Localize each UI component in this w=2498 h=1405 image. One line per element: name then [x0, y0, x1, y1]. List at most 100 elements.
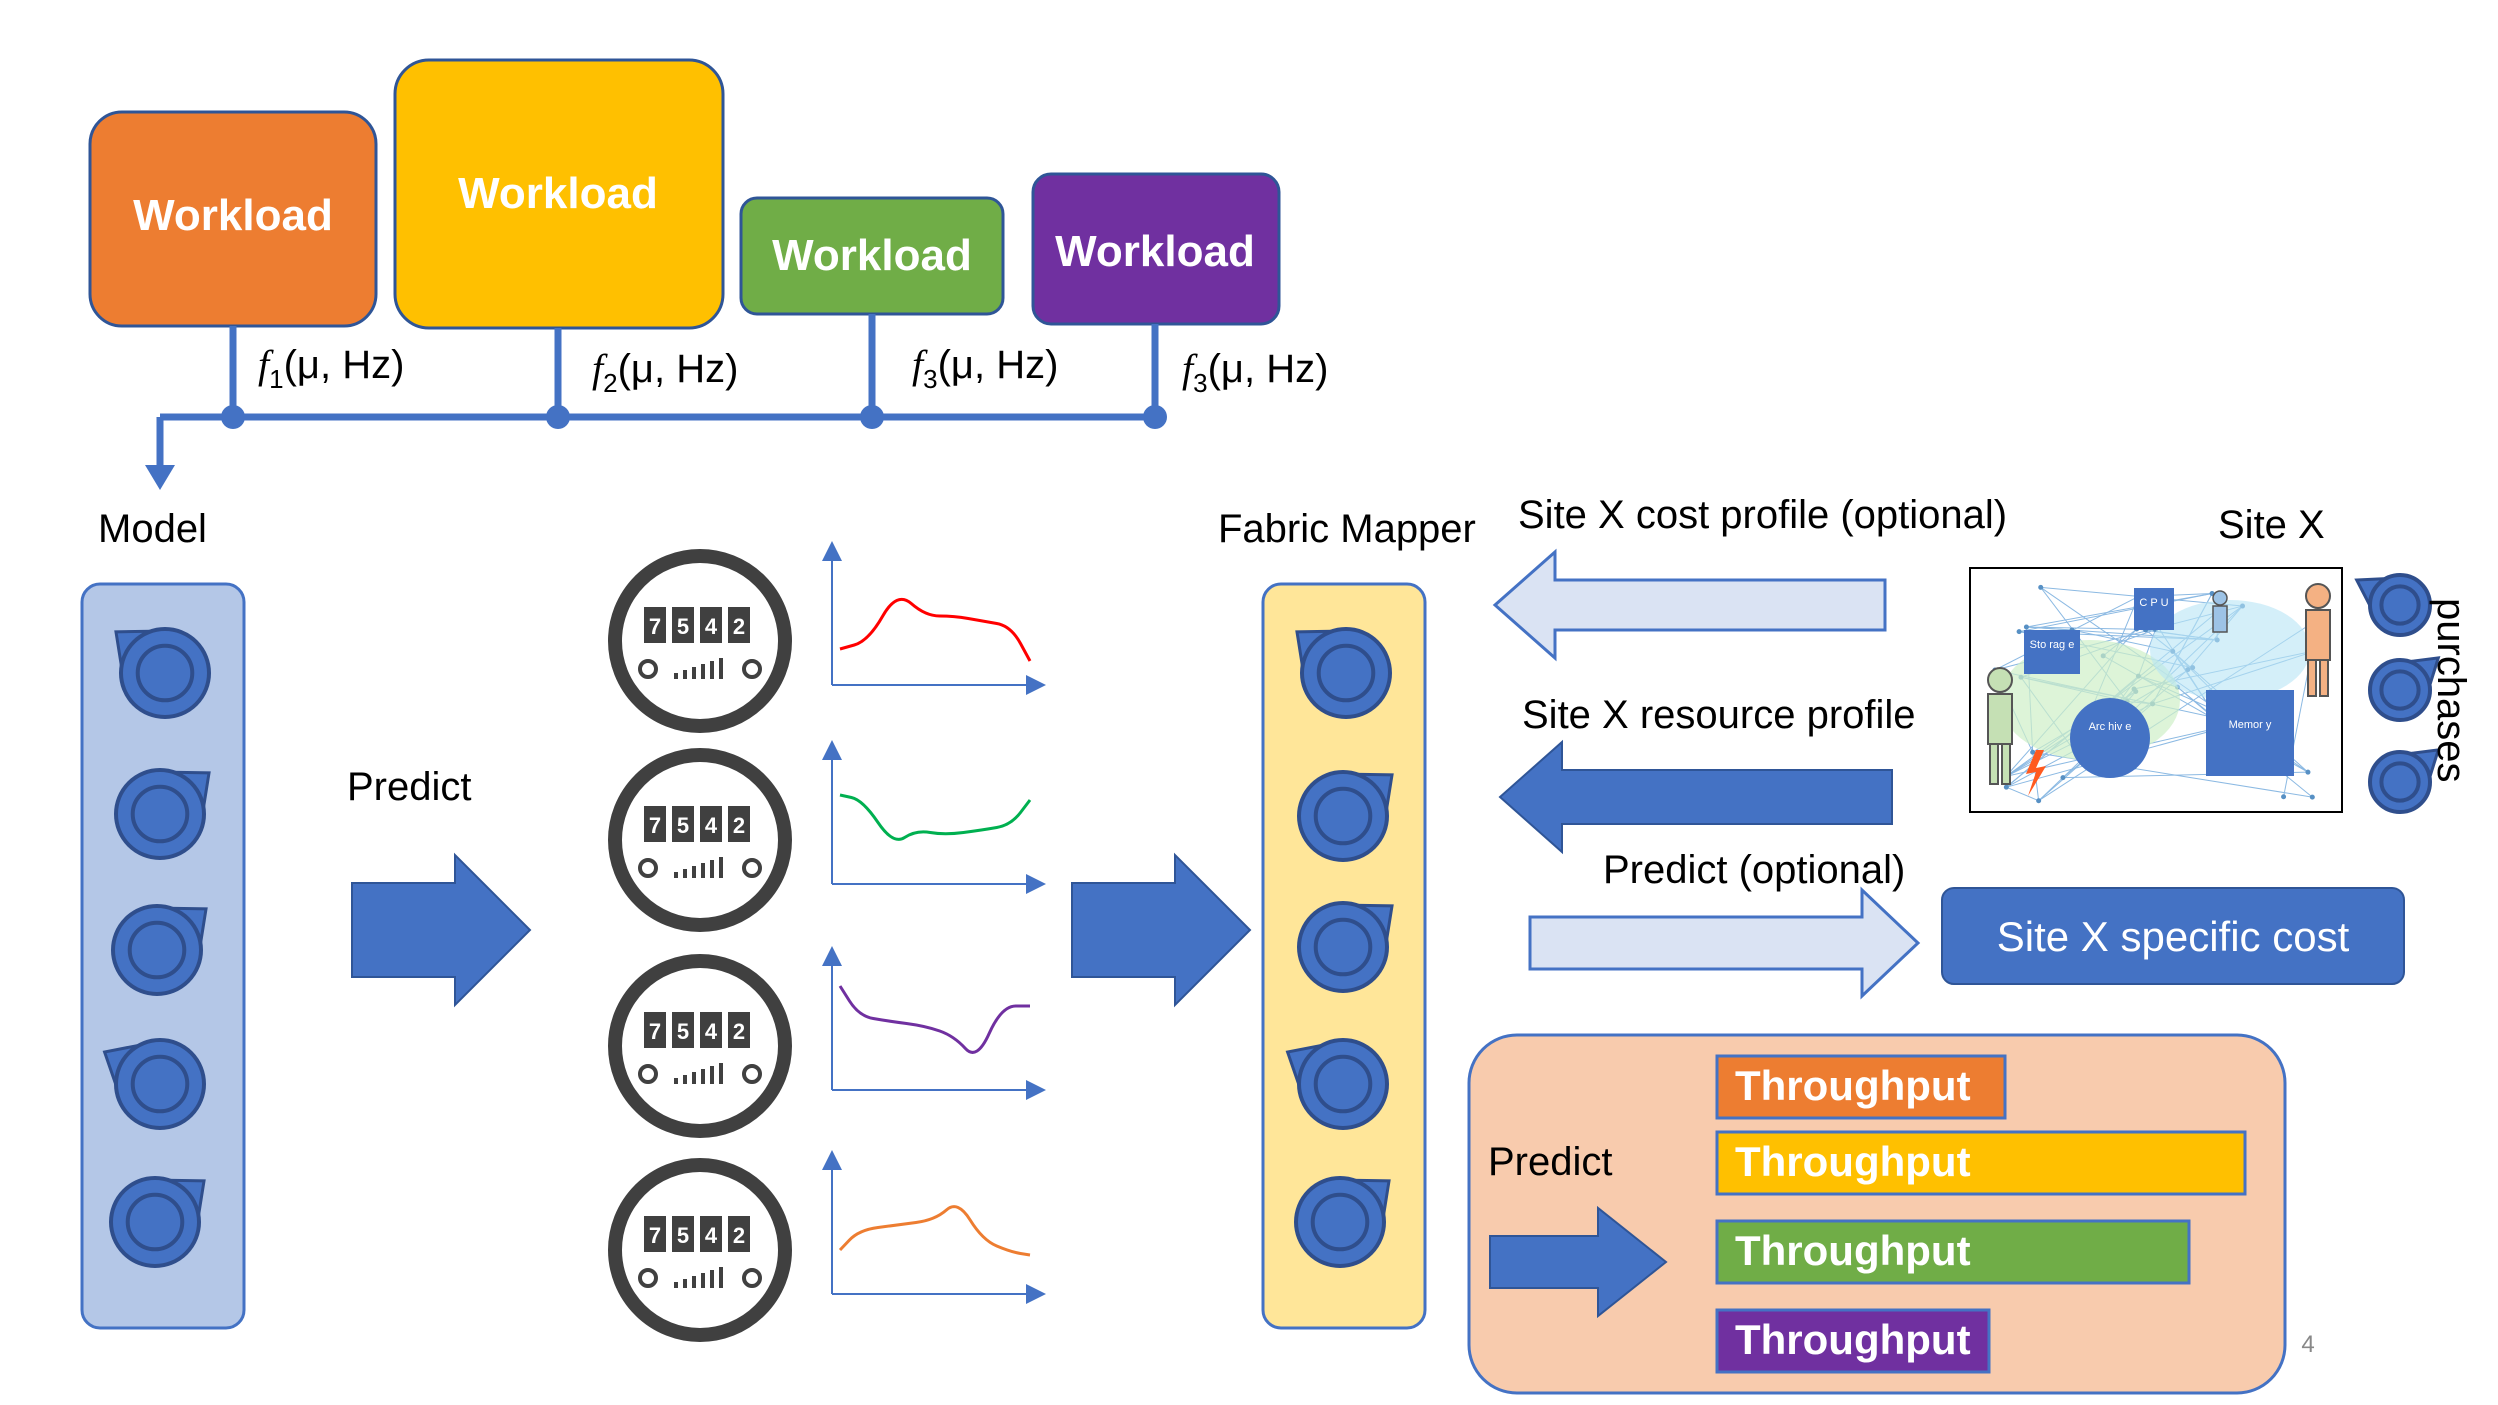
svg-text:7: 7 [649, 614, 661, 639]
throughput-label: Throughput [1735, 1316, 1971, 1363]
fabric-mapper-title: Fabric Mapper [1218, 507, 1476, 551]
workload-bus [156, 314, 1159, 470]
cpu-icon [2134, 588, 2174, 630]
site-cost-label: Site X specific cost [1997, 913, 2350, 960]
model-knobs [102, 627, 211, 1268]
workload-label: Workload [458, 169, 658, 218]
purchases-label: purchases [2429, 598, 2473, 783]
person-icon-left [1987, 667, 2013, 785]
archive-icon [2070, 698, 2150, 778]
predict-left-label: Predict [347, 765, 472, 809]
knob-icon [102, 1038, 206, 1130]
resource-profile-label: Site X resource profile [1522, 693, 1916, 737]
cost-profile-arrow [1492, 548, 1887, 662]
knob-icon [1297, 770, 1394, 862]
person-icon-small [2212, 590, 2228, 633]
svg-text:5: 5 [677, 614, 689, 639]
svg-text:4: 4 [705, 813, 718, 838]
svg-text:5: 5 [677, 1019, 689, 1044]
workload-box-1: Workload [88, 110, 378, 328]
trend-chart [822, 740, 1046, 894]
trend-chart [822, 541, 1046, 695]
knob-icon [1294, 1176, 1391, 1268]
workload-label: Workload [1055, 227, 1255, 276]
svg-text:2: 2 [733, 813, 745, 838]
knob-icon [2368, 656, 2441, 722]
model-title: Model [98, 507, 207, 551]
predict-optional-label: Predict (optional) [1603, 848, 1905, 892]
mapper-knobs [1285, 627, 1394, 1268]
knob-icon [109, 1176, 206, 1268]
svg-text:2: 2 [733, 1019, 745, 1044]
trend-chart [822, 946, 1046, 1100]
resource-profile-arrow [1498, 739, 1893, 855]
svg-text:C P U: C P U [2139, 597, 2168, 609]
bus-down-arrowhead [145, 465, 175, 490]
predict-arrow-left [351, 852, 532, 1008]
svg-text:7: 7 [649, 1223, 661, 1248]
trend-line [839, 793, 1032, 841]
svg-text:4: 4 [705, 614, 718, 639]
trend-line [838, 985, 1030, 1054]
workload-box-2: Workload [393, 58, 725, 330]
trend-chart [822, 1150, 1046, 1304]
svg-text:7: 7 [649, 813, 661, 838]
trend-line [838, 1205, 1031, 1257]
workload-label: Workload [133, 191, 333, 240]
throughput-label: Throughput [1735, 1227, 1971, 1274]
workload-label: Workload [772, 231, 972, 280]
svg-text:Sto rag e: Sto rag e [2030, 639, 2075, 651]
throughput-bar: Throughput [1715, 1308, 1991, 1374]
cost-profile-label: Site X cost profile (optional) [1518, 493, 2007, 537]
throughput-bar: Throughput [1715, 1054, 2007, 1120]
svg-text:4: 4 [705, 1223, 718, 1248]
knob-icon [1295, 627, 1392, 719]
function-label: f1(μ, Hz) [258, 342, 404, 394]
throughput-bar: Throughput [1715, 1130, 2247, 1196]
function-label: f3(μ, Hz) [912, 342, 1058, 394]
svg-text:5: 5 [677, 1223, 689, 1248]
workload-box-3: Workload [739, 196, 1005, 316]
mapper-input-arrow [1071, 852, 1252, 1008]
function-label: f3(μ, Hz) [1182, 346, 1328, 398]
throughput-label: Throughput [1735, 1138, 1971, 1185]
throughput-label: Throughput [1735, 1062, 1971, 1109]
predict-optional-arrow [1528, 886, 1921, 1000]
knob-icon [111, 904, 208, 996]
bus-nodes [221, 405, 1167, 429]
knob-icon [114, 627, 211, 719]
site-network-image: Sto rag e C P U Arc hiv e Memor y [1969, 567, 2343, 813]
function-label: f2(μ, Hz) [592, 346, 738, 398]
svg-text:2: 2 [733, 614, 745, 639]
throughput-predict-arrow [1489, 1205, 1668, 1319]
function-labels: f1(μ, Hz) f2(μ, Hz) f3(μ, Hz) f3(μ, Hz) [258, 342, 1328, 398]
svg-text:Arc hiv e: Arc hiv e [2089, 721, 2132, 733]
workload-box-4: Workload [1031, 172, 1281, 326]
svg-text:Memor y: Memor y [2229, 719, 2272, 731]
storage-icon [2024, 630, 2080, 674]
knob-icon [114, 768, 211, 860]
throughput-bar: Throughput [1715, 1219, 2191, 1285]
knob-icon [1285, 1038, 1389, 1130]
site-cost-box [1941, 887, 2405, 985]
lightning-icon [2026, 750, 2046, 796]
svg-text:5: 5 [677, 813, 689, 838]
person-icon-right [2305, 583, 2331, 697]
svg-text:2: 2 [733, 1223, 745, 1248]
knob-icon [1297, 901, 1394, 993]
svg-text:7: 7 [649, 1019, 661, 1044]
page-number: 4 [2301, 1331, 2314, 1358]
knob-icon [2354, 573, 2432, 637]
memory-icon [2206, 690, 2294, 776]
